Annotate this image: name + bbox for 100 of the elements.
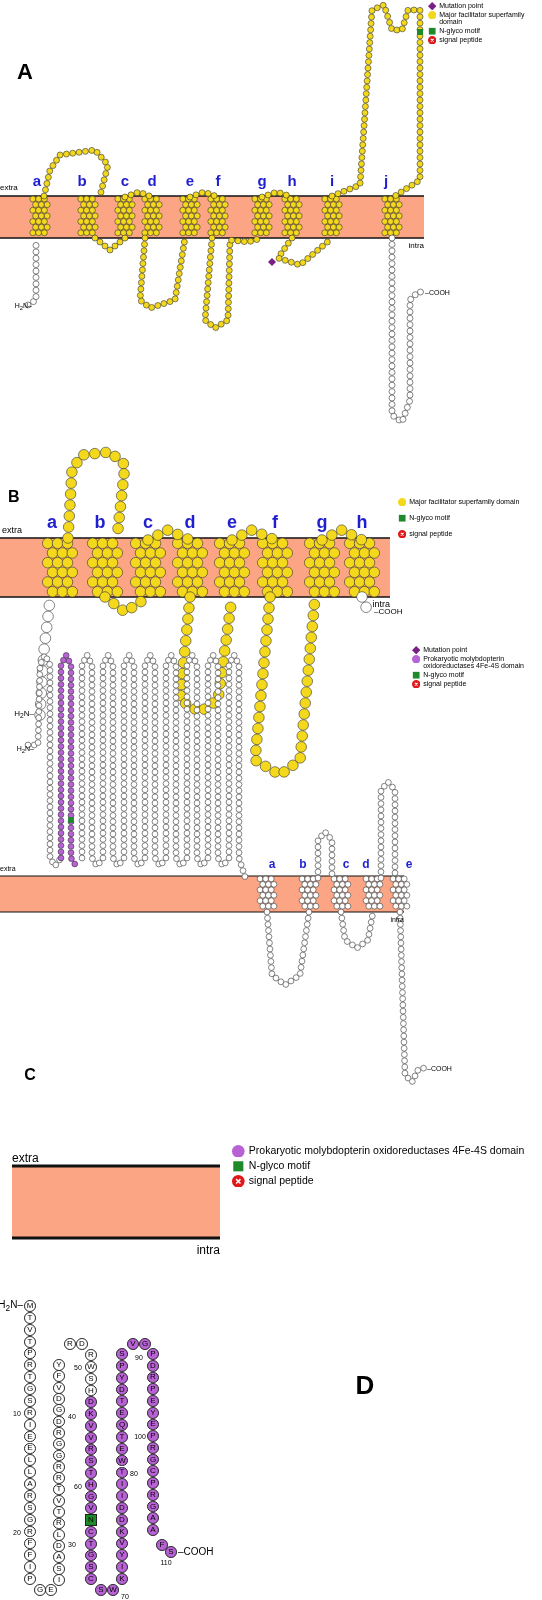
- amino-acid-residue: G: [85, 1490, 97, 1503]
- amino-acid-residue: E: [116, 1407, 128, 1420]
- amino-acid-residue: R: [24, 1525, 36, 1538]
- amino-acid-residue: D: [76, 1338, 88, 1350]
- helix-label: d: [184, 513, 196, 531]
- terminus-label: –COOH: [178, 1547, 214, 1557]
- amino-acid-residue: I: [116, 1561, 128, 1574]
- helix-label: b: [94, 513, 106, 531]
- helix-label: g: [257, 172, 267, 188]
- helix-label: b: [299, 858, 307, 870]
- amino-acid-residue: D: [53, 1415, 65, 1428]
- amino-acid-residue: T: [53, 1483, 65, 1496]
- amino-acid-residue: P: [147, 1477, 159, 1489]
- amino-acid-residue: D: [53, 1393, 65, 1405]
- amino-acid-residue: Y: [116, 1549, 128, 1562]
- amino-acid-residue: E: [147, 1395, 159, 1407]
- amino-acid-residue: R: [85, 1443, 97, 1456]
- helix-label: i: [329, 172, 335, 188]
- amino-acid-residue: T: [53, 1506, 65, 1518]
- panel-label: C: [24, 1067, 36, 1083]
- amino-acid-residue: R: [24, 1490, 36, 1502]
- amino-acid-residue: S: [85, 1372, 97, 1385]
- amino-acid-residue: D: [116, 1513, 128, 1526]
- amino-acid-residue: S: [85, 1561, 97, 1574]
- helix-label: c: [342, 858, 350, 870]
- helix-label: a: [268, 858, 276, 870]
- amino-acid-residue: C: [85, 1526, 97, 1538]
- amino-acid-residue: G: [147, 1453, 159, 1466]
- amino-acid-residue: K: [116, 1573, 128, 1585]
- amino-acid-residue: C: [85, 1573, 97, 1585]
- panel-label: D: [355, 1372, 375, 1398]
- amino-acid-residue: E: [24, 1430, 36, 1443]
- amino-acid-residue: V: [24, 1323, 36, 1336]
- helix-label: f: [272, 513, 278, 531]
- amino-acid-residue: G: [24, 1513, 36, 1526]
- terminus-label: H$_{2}$N–: [14, 709, 34, 721]
- helix-label: e: [405, 858, 413, 870]
- region-label: extra: [2, 525, 22, 535]
- amino-acid-residue: Q: [116, 1419, 128, 1431]
- amino-acid-residue: G: [147, 1500, 159, 1513]
- amino-acid-residue: T: [116, 1395, 128, 1408]
- amino-acid-residue: R: [147, 1371, 159, 1384]
- amino-acid-residue: P: [24, 1347, 36, 1360]
- amino-acid-residue: V: [85, 1420, 97, 1432]
- panel-label: A: [17, 61, 33, 83]
- region-label: extra: [0, 184, 18, 192]
- amino-acid-residue: N: [85, 1514, 97, 1526]
- amino-acid-residue: I: [116, 1478, 128, 1491]
- amino-acid-residue: F: [53, 1370, 65, 1383]
- amino-acid-residue: W: [107, 1584, 119, 1596]
- amino-acid-residue: V: [116, 1537, 128, 1550]
- amino-acid-residue: R: [53, 1460, 65, 1473]
- legend-text: signal peptide: [248, 1175, 315, 1186]
- amino-acid-residue: I: [24, 1561, 36, 1574]
- amino-acid-residue: S: [24, 1395, 36, 1407]
- amino-acid-residue: W: [116, 1454, 128, 1467]
- legend-text: N-glyco motif: [248, 1160, 312, 1171]
- amino-acid-residue: F: [24, 1549, 36, 1562]
- amino-acid-residue: G: [24, 1383, 36, 1395]
- amino-acid-residue: S: [95, 1584, 107, 1596]
- helix-label: c: [120, 172, 130, 188]
- amino-acid-residue: T: [116, 1466, 128, 1479]
- amino-acid-residue: I: [53, 1574, 65, 1586]
- amino-acid-residue: R: [53, 1427, 65, 1439]
- amino-acid-residue: E: [45, 1584, 57, 1596]
- helix-label: f: [215, 172, 221, 188]
- helix-label: a: [47, 513, 57, 531]
- amino-acid-residue: S: [116, 1348, 128, 1360]
- amino-acid-residue: R: [147, 1441, 159, 1454]
- helix-label: d: [147, 172, 157, 188]
- amino-acid-residue: D: [147, 1359, 159, 1372]
- amino-acid-residue: D: [116, 1383, 128, 1396]
- amino-acid-residue: G: [53, 1438, 65, 1451]
- amino-acid-residue: D: [116, 1502, 128, 1514]
- legend-text: Prokaryotic molybdopterin oxidoreductases 4Fe-4S domain: [248, 1145, 526, 1156]
- amino-acid-residue: R: [85, 1349, 97, 1361]
- amino-acid-residue: K: [85, 1408, 97, 1420]
- amino-acid-residue: R: [64, 1338, 76, 1350]
- region-label: intra: [196, 1244, 220, 1256]
- helix-label: d: [362, 858, 370, 870]
- amino-acid-residue: G: [85, 1549, 97, 1562]
- terminus-label: H$_{2}$N–: [0, 1299, 23, 1313]
- amino-acid-residue: L: [24, 1466, 36, 1479]
- amino-acid-residue: R: [147, 1488, 159, 1501]
- region-label: intra: [372, 599, 390, 609]
- amino-acid-residue: D: [53, 1540, 65, 1552]
- amino-acid-residue: A: [147, 1512, 159, 1525]
- amino-acid-residue: S: [53, 1562, 65, 1575]
- amino-acid-residue: V: [53, 1494, 65, 1507]
- amino-acid-residue: V: [53, 1381, 65, 1394]
- amino-acid-residue: C: [147, 1465, 159, 1478]
- amino-acid-residue: E: [147, 1418, 159, 1431]
- amino-acid-residue: K: [116, 1525, 128, 1538]
- amino-acid-residue: L: [24, 1454, 36, 1467]
- amino-acid-residue: P: [147, 1383, 159, 1396]
- amino-acid-residue: G: [34, 1584, 46, 1596]
- amino-acid-residue: L: [53, 1528, 65, 1541]
- amino-acid-residue: R: [24, 1359, 36, 1372]
- amino-acid-residue: G: [139, 1338, 151, 1350]
- amino-acid-residue: F: [156, 1539, 168, 1551]
